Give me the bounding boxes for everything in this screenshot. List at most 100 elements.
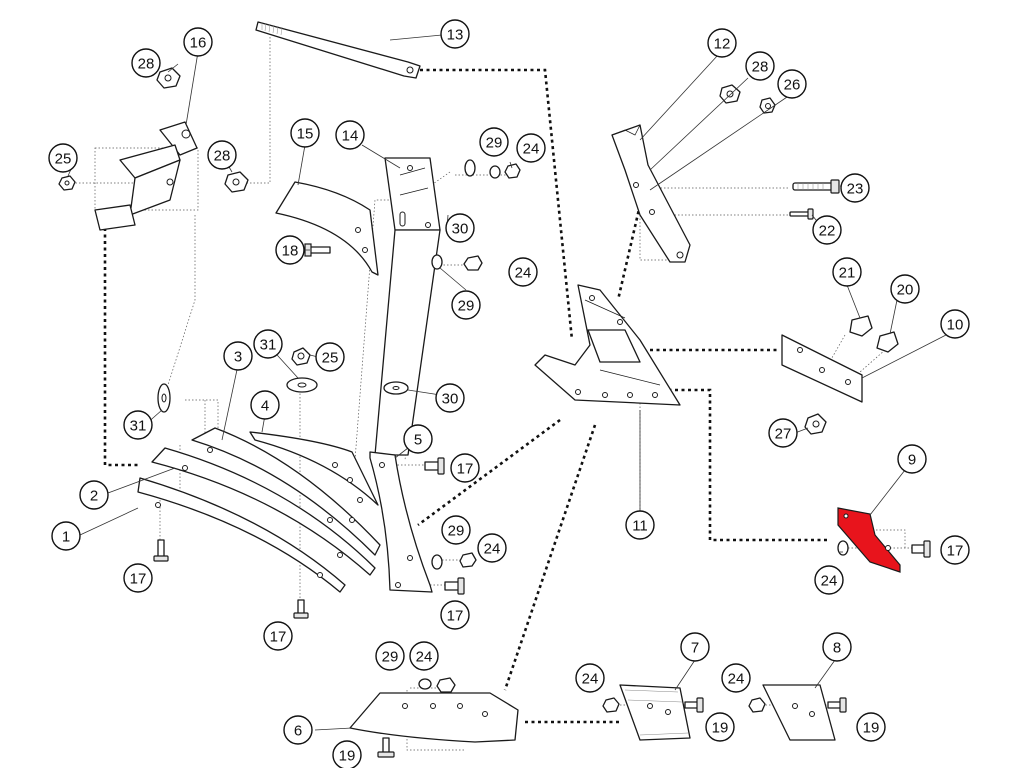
callout-28: 28 — [207, 140, 237, 170]
svg-text:19: 19 — [339, 748, 356, 765]
svg-text:24: 24 — [523, 141, 540, 158]
svg-text:7: 7 — [691, 640, 699, 657]
callout-29: 29 — [451, 290, 481, 320]
svg-text:6: 6 — [294, 723, 302, 740]
callout-12: 12 — [707, 28, 737, 58]
svg-text:17: 17 — [457, 461, 474, 478]
svg-text:30: 30 — [452, 221, 469, 238]
svg-text:31: 31 — [260, 337, 277, 354]
callout-2: 2 — [79, 480, 109, 510]
washer-30-lower — [383, 381, 409, 395]
callout-17: 17 — [263, 621, 293, 651]
callout-6: 6 — [283, 715, 313, 745]
callout-25: 25 — [48, 143, 78, 173]
callout-24: 24 — [508, 257, 538, 287]
part-10-plate — [781, 334, 863, 403]
callout-3: 3 — [223, 341, 253, 371]
callout-15: 15 — [290, 118, 320, 148]
callout-16: 16 — [183, 27, 213, 57]
callout-19: 19 — [705, 712, 735, 742]
part-11-frame — [534, 284, 681, 406]
callout-13: 13 — [440, 19, 470, 49]
callout-24: 24 — [516, 133, 546, 163]
svg-text:24: 24 — [728, 671, 745, 688]
callout-10: 10 — [940, 309, 970, 339]
svg-text:27: 27 — [775, 426, 792, 443]
bolts-17 — [153, 457, 931, 619]
blade-holes — [155, 447, 363, 578]
svg-text:18: 18 — [282, 243, 299, 260]
callout-22: 22 — [812, 215, 842, 245]
svg-text:9: 9 — [908, 452, 916, 469]
svg-text:5: 5 — [414, 432, 422, 449]
callout-17: 17 — [440, 600, 470, 630]
callout-9: 9 — [897, 444, 927, 474]
callout-18: 18 — [275, 235, 305, 265]
svg-text:11: 11 — [632, 518, 648, 535]
svg-text:19: 19 — [712, 720, 729, 737]
callout-19: 19 — [332, 740, 362, 770]
callout-14: 14 — [335, 120, 365, 150]
callout-7: 7 — [680, 632, 710, 662]
svg-text:3: 3 — [234, 349, 242, 366]
callout-24: 24 — [575, 663, 605, 693]
callout-28: 28 — [745, 51, 775, 81]
svg-text:22: 22 — [819, 223, 836, 240]
svg-text:1: 1 — [62, 529, 70, 546]
callout-19: 19 — [856, 712, 886, 742]
part-12-arm — [611, 124, 691, 263]
svg-text:12: 12 — [714, 36, 731, 53]
svg-text:19: 19 — [863, 720, 880, 737]
part-13-threaded-rod — [255, 21, 421, 79]
part-9-highlighted — [837, 507, 901, 573]
svg-text:20: 20 — [897, 282, 914, 299]
callout-31: 31 — [253, 329, 283, 359]
part-14-strut — [374, 157, 441, 456]
svg-text:24: 24 — [515, 265, 532, 282]
washers-24-29-mid — [431, 552, 477, 570]
callout-29: 29 — [375, 641, 405, 671]
part-6-share — [349, 677, 519, 758]
svg-text:31: 31 — [130, 418, 147, 435]
callout-5: 5 — [403, 424, 433, 454]
svg-text:29: 29 — [448, 523, 465, 540]
fasteners-10 — [804, 315, 899, 435]
svg-text:23: 23 — [847, 181, 864, 198]
svg-text:24: 24 — [416, 649, 433, 666]
part-5-strip — [369, 451, 433, 593]
svg-text:29: 29 — [382, 649, 399, 666]
callout-31: 31 — [123, 410, 153, 440]
svg-text:30: 30 — [442, 391, 459, 408]
callout-25: 25 — [315, 342, 345, 372]
callout-28: 28 — [131, 48, 161, 78]
part-3-blade — [191, 427, 381, 556]
assembly-lines — [103, 68, 830, 724]
fasteners-top-left — [58, 67, 249, 193]
part-7-point — [602, 684, 704, 741]
part-15-curved-blade — [275, 181, 379, 276]
callout-8: 8 — [822, 632, 852, 662]
svg-text:21: 21 — [839, 265, 856, 282]
callout-1: 1 — [51, 521, 81, 551]
callout-17: 17 — [450, 453, 480, 483]
callout-29: 29 — [441, 515, 471, 545]
callout-24: 24 — [477, 533, 507, 563]
callout-4: 4 — [250, 390, 280, 420]
callout-27: 27 — [768, 418, 798, 448]
svg-text:15: 15 — [297, 126, 314, 143]
callout-20: 20 — [890, 274, 920, 304]
callout-11: 11 — [625, 510, 655, 540]
svg-text:28: 28 — [752, 59, 769, 76]
svg-text:10: 10 — [947, 317, 964, 334]
washer-31-left — [157, 383, 171, 413]
callout-24: 24 — [814, 565, 844, 595]
svg-text:25: 25 — [55, 151, 72, 168]
svg-text:13: 13 — [447, 27, 464, 44]
svg-text:14: 14 — [342, 128, 359, 145]
svg-text:28: 28 — [214, 148, 231, 165]
callout-23: 23 — [840, 173, 870, 203]
dotted-guides — [72, 30, 920, 751]
svg-text:17: 17 — [270, 629, 287, 646]
svg-text:24: 24 — [484, 541, 501, 558]
